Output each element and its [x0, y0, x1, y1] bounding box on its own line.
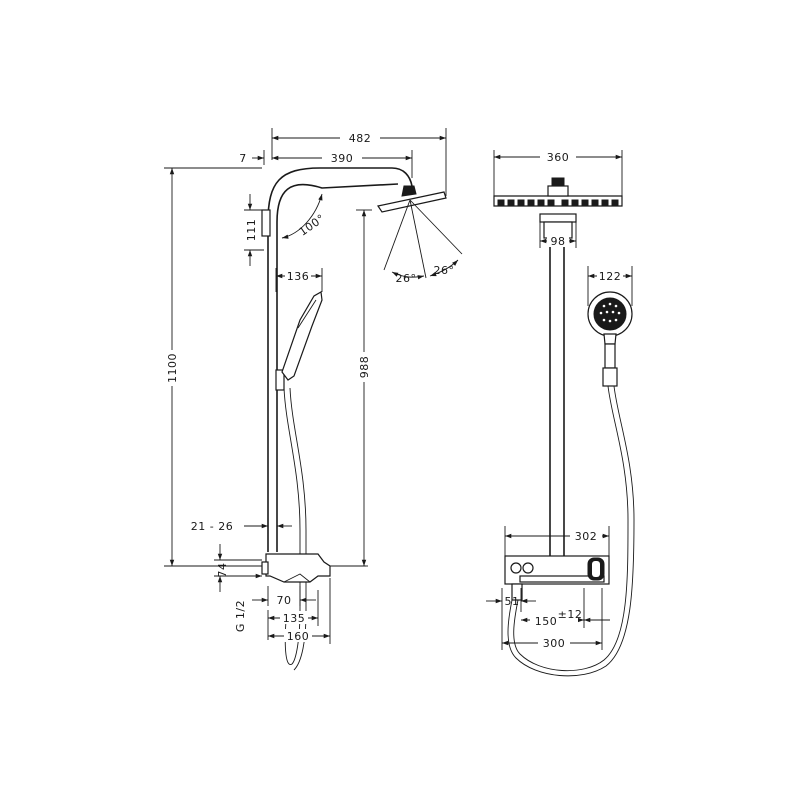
hand-shower-side: [281, 291, 323, 381]
thermostat-side: [265, 553, 331, 583]
dim-160: 160: [287, 630, 310, 643]
thread-label: G 1/2: [234, 600, 247, 632]
dim-390: 390: [331, 152, 354, 165]
dim-7: 7: [239, 152, 247, 165]
dim-122: 122: [599, 270, 622, 283]
dim-1100: 1100: [166, 353, 179, 383]
slider: [275, 369, 285, 391]
dim-302: 302: [575, 530, 598, 543]
overhead-shower-front: [493, 195, 623, 207]
wall-bracket-top: [261, 209, 271, 237]
front-view: [493, 177, 635, 677]
dim-136: 136: [287, 270, 310, 283]
dim-tolerance: ±12: [558, 608, 583, 621]
side-dimensions: 482 7 390 1100 111 100° 988: [164, 128, 463, 644]
control-button-1: [510, 562, 522, 574]
side-view: [261, 167, 447, 671]
dim-26-right: 26°: [434, 264, 455, 277]
dim-21-26: 21 - 26: [191, 520, 233, 533]
dim-70: 70: [277, 594, 292, 607]
hose-front: [513, 385, 629, 672]
dim-98: 98: [551, 235, 566, 248]
dim-150: 150: [535, 615, 558, 628]
dim-51: 51: [505, 595, 520, 608]
dim-26-left: 26°: [396, 272, 417, 285]
dim-74: 74: [216, 563, 229, 578]
shower-arm: [267, 167, 413, 223]
control-button-2: [522, 562, 534, 574]
riser-front: [549, 238, 565, 556]
nozzle-row: [497, 199, 619, 206]
dim-988: 988: [358, 356, 371, 379]
slider-front: [602, 367, 618, 387]
dim-135: 135: [283, 612, 306, 625]
dim-360: 360: [547, 151, 570, 164]
arm-front: [539, 213, 577, 223]
dim-300: 300: [543, 637, 566, 650]
dim-482: 482: [349, 132, 372, 145]
dim-111: 111: [245, 219, 258, 242]
front-dimensions: 360 98 122 302 51 150 ±12 3: [486, 149, 633, 650]
